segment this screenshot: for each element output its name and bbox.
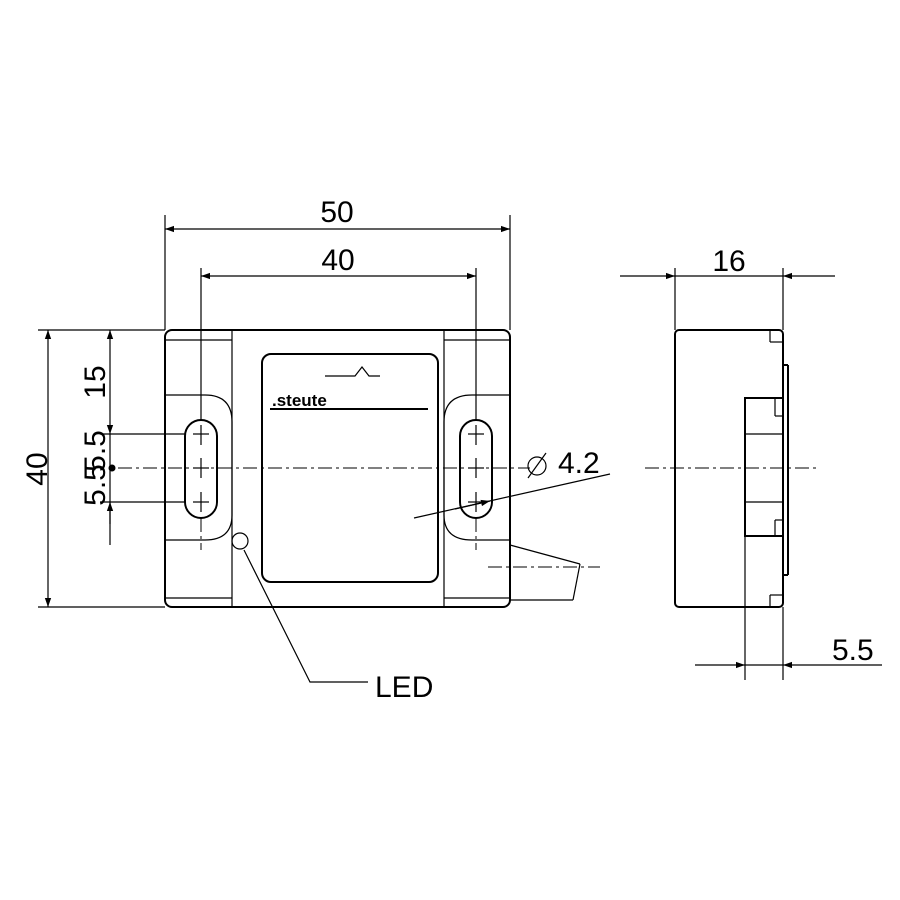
brand-label: .steute: [272, 391, 327, 410]
dim-offset-top: 15: [79, 365, 112, 398]
side-flange: [744, 397, 784, 537]
dim-depth: 16: [712, 245, 745, 278]
dim-offset-mid: 5.5: [79, 430, 112, 472]
housing-outline: [164, 329, 511, 608]
front-view: .steute LED 50 40 40: [21, 196, 611, 704]
diameter-symbol: [527, 456, 547, 476]
led-leader-line: [243, 549, 368, 683]
dim-flange: 5.5: [832, 634, 874, 667]
led-label: LED: [375, 671, 433, 704]
dim-width-overall: 50: [320, 196, 353, 229]
dim-offset-bottom: 5.5: [79, 464, 112, 506]
dim-hole-spacing: 40: [321, 244, 354, 277]
dim-origin-dot: [108, 464, 116, 472]
side-view: 16 5.5: [620, 245, 882, 680]
led-indicator: [231, 532, 249, 550]
brand-mark: [325, 366, 380, 377]
dim-height-overall: 40: [21, 452, 54, 485]
dim-hole-diameter: 4.2: [558, 447, 600, 480]
